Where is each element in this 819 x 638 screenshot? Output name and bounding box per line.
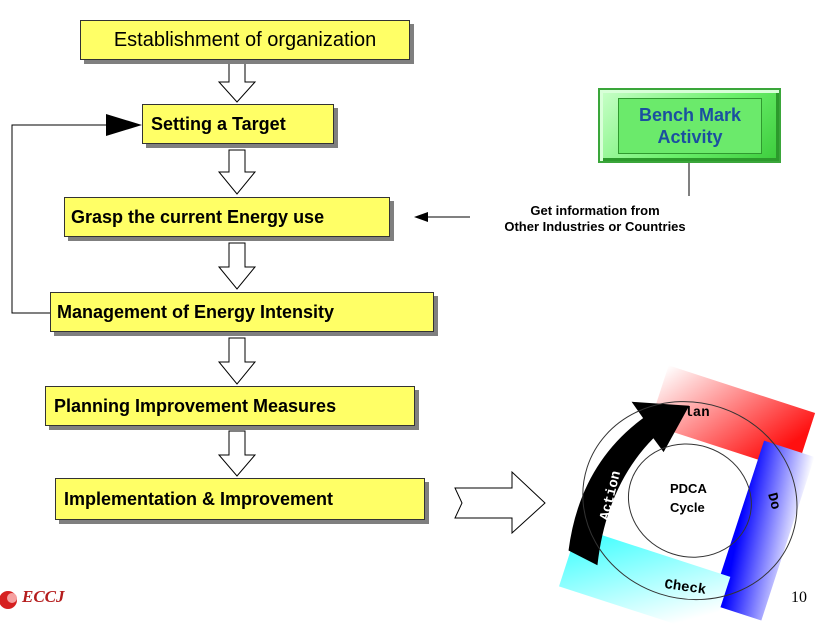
step-label: Planning Improvement Measures [54, 395, 337, 416]
info-text: Get information from Other Industries or… [470, 203, 720, 235]
feedback-arrowhead [106, 114, 142, 136]
info-arrowhead [414, 212, 428, 222]
step-label: Setting a Target [151, 113, 286, 134]
bench-line2: Activity [657, 127, 723, 147]
info-line1: Get information from [530, 203, 660, 218]
step-management-intensity: Management of Energy Intensity [50, 292, 434, 332]
bench-line1: Bench Mark [638, 105, 742, 125]
do-panel [710, 440, 815, 621]
pdca-center-1: PDCA [670, 481, 707, 496]
bench-mark-label: Bench Mark Activity [618, 98, 762, 154]
step-label: Management of Energy Intensity [57, 301, 335, 322]
big-right-arrow [454, 470, 546, 535]
check-panel [558, 527, 731, 636]
eccj-logo-text: ECCJ [22, 587, 65, 606]
info-line2: Other Industries or Countries [504, 219, 686, 234]
pdca-center-2: Cycle [670, 500, 705, 515]
step-planning-measures: Planning Improvement Measures [45, 386, 415, 426]
pdca-label-plan: Plan [676, 405, 710, 421]
eccj-logo-mark [0, 591, 17, 609]
step-label: Establishment of organization [113, 28, 377, 51]
page-number: 10 [791, 589, 807, 606]
down-arrow-5 [217, 430, 257, 477]
cycle-ring-inner [627, 443, 752, 558]
down-arrow-4 [217, 337, 257, 385]
pdca-label-check: Check [663, 577, 707, 599]
step-grasp-energy-use: Grasp the current Energy use [64, 197, 390, 237]
action-arrow [568, 401, 690, 566]
step-label: Implementation & Improvement [64, 488, 334, 509]
cycle-ring-outer [582, 401, 798, 601]
pdca-label-do: Do [763, 491, 783, 511]
step-setting-target: Setting a Target [142, 104, 334, 144]
down-arrow-3 [217, 242, 257, 290]
down-arrow-2 [217, 149, 257, 195]
bench-mark-box: Bench Mark Activity [598, 88, 781, 163]
feedback-loop-line [11, 124, 108, 314]
step-implementation: Implementation & Improvement [55, 478, 425, 520]
down-arrow-1 [217, 61, 257, 103]
step-label: Grasp the current Energy use [71, 206, 325, 227]
step-establishment: Establishment of organization [80, 20, 410, 60]
